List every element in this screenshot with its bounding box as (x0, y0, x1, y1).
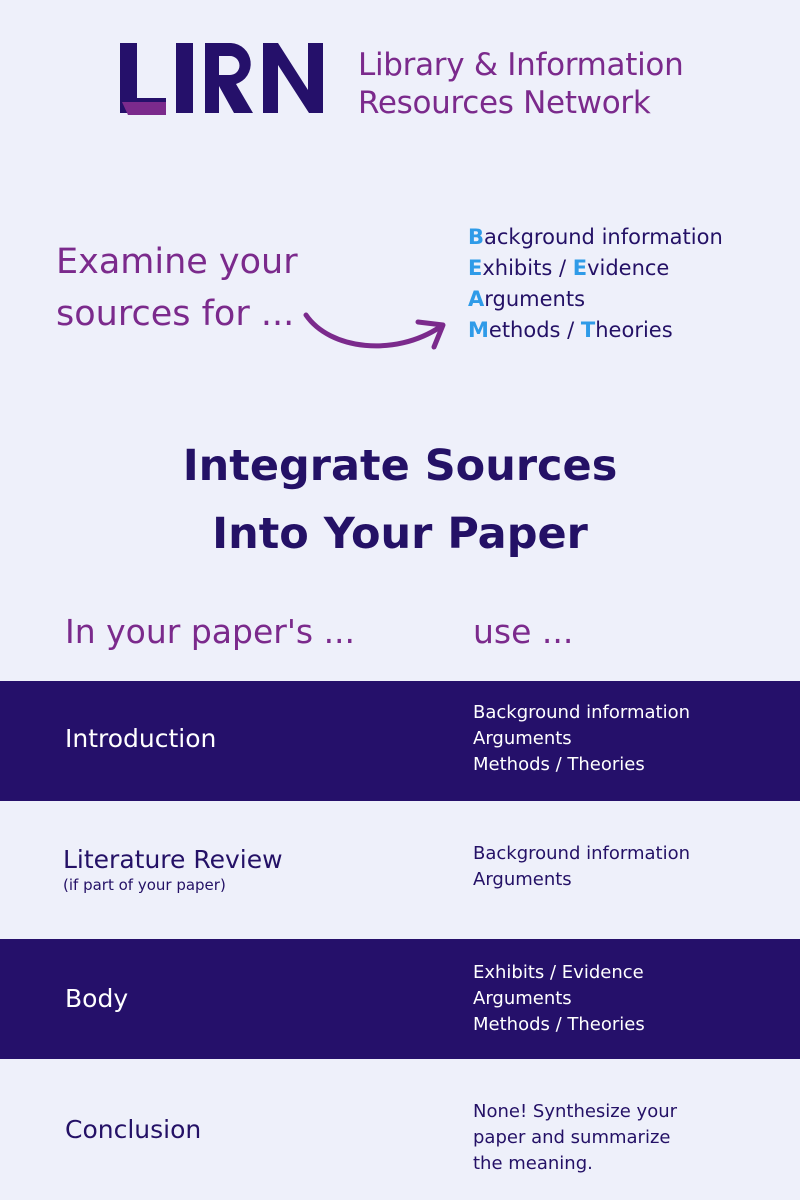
title-line2: Into Your Paper (212, 509, 588, 559)
page-title: Integrate Sources Into Your Paper (0, 432, 800, 568)
row-uses-list: Exhibits / Evidence Arguments Methods / … (473, 960, 645, 1038)
examine-line1: Examine your (56, 242, 298, 282)
use-item: the meaning. (473, 1153, 593, 1174)
use-item: Methods / Theories (473, 1014, 645, 1035)
row-section-label: Conclusion (65, 1115, 202, 1144)
use-item: Arguments (473, 869, 572, 890)
organization-name: Library & Information Resources Network (358, 46, 684, 122)
use-item: Background information (473, 702, 690, 723)
row-section-label: Body (65, 984, 129, 1013)
use-item: Exhibits / Evidence (473, 962, 644, 983)
table-row-introduction: Introduction Background information Argu… (0, 681, 800, 801)
title-line1: Integrate Sources (182, 441, 618, 491)
lirn-logo: Library & Information Resources Network (120, 40, 684, 121)
curved-arrow-icon (303, 312, 446, 350)
beam-item-methods: Methods / Theories (468, 318, 673, 342)
beam-item-background: Background information (468, 225, 723, 249)
column-header-section: In your paper's ... (65, 612, 356, 651)
examine-line2: sources for ... (56, 294, 295, 334)
beam-list: Background information Exhibits / Eviden… (468, 222, 723, 346)
section-title: Literature Review (63, 845, 283, 874)
use-item: None! Synthesize your (473, 1101, 678, 1122)
row-uses-list: Background information Arguments Methods… (473, 700, 690, 778)
beam-item-exhibits: Exhibits / Evidence (468, 256, 670, 280)
lirn-logo-mark-icon (120, 43, 323, 115)
use-item: Background information (473, 843, 690, 864)
examine-prompt: Examine your sources for ... (56, 236, 298, 340)
org-name-line2: Resources Network (358, 85, 651, 121)
row-uses-list: None! Synthesize your paper and summariz… (473, 1099, 677, 1177)
row-uses-list: Background information Arguments (473, 841, 690, 893)
row-section-label: Introduction (65, 724, 217, 753)
use-item: Methods / Theories (473, 754, 645, 775)
use-item: Arguments (473, 728, 572, 749)
beam-item-arguments: Arguments (468, 287, 586, 311)
table-row-conclusion: Conclusion None! Synthesize your paper a… (0, 1059, 800, 1200)
table-row-body: Body Exhibits / Evidence Arguments Metho… (0, 939, 800, 1059)
column-header-use: use ... (473, 612, 574, 651)
row-section-label: Literature Review (if part of your paper… (63, 845, 283, 894)
table-row-literature-review: Literature Review (if part of your paper… (0, 801, 800, 939)
section-note: (if part of your paper) (63, 876, 226, 894)
use-item: Arguments (473, 988, 572, 1009)
use-item: paper and summarize (473, 1127, 671, 1148)
org-name-line1: Library & Information (358, 47, 684, 83)
